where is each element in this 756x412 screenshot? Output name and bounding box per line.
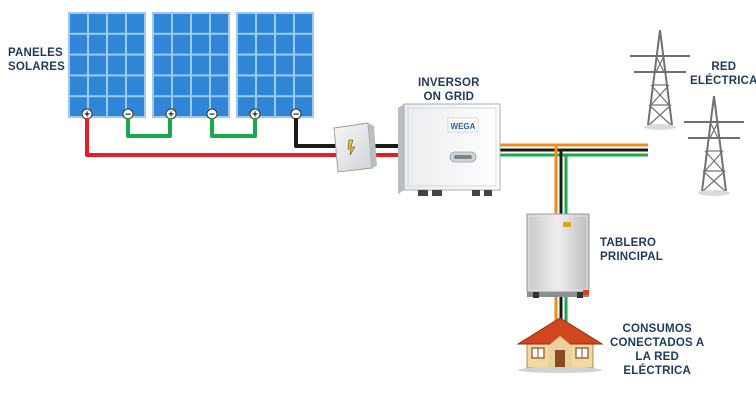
solar-cell [238, 55, 255, 75]
solar-cell [173, 55, 190, 75]
solar-cell [276, 97, 293, 116]
breaker-panel-icon [526, 213, 590, 298]
solar-cell [154, 34, 171, 54]
board-label-line: TABLERO [600, 237, 657, 249]
solar-panels: +− +− +− [68, 12, 314, 121]
solar-cell [127, 14, 144, 33]
solar-cell [173, 34, 190, 54]
loads-label-line: ELÉCTRICA [623, 365, 691, 377]
panels-label: PANELES SOLARES [8, 46, 65, 74]
solar-cell [295, 55, 312, 75]
grid-label-line: RED [711, 61, 737, 73]
solar-cell [154, 55, 171, 75]
solar-cell [257, 76, 274, 96]
solar-cell [211, 14, 228, 33]
grid-label-line: ELÉCTRICA [690, 75, 756, 87]
solar-cell [211, 55, 228, 75]
solar-cell [257, 97, 274, 116]
solar-cell [257, 55, 274, 75]
solar-cell [127, 34, 144, 54]
solar-panel-icon: +− [152, 12, 230, 121]
transmission-tower-icon [630, 29, 690, 130]
solar-cell [257, 14, 274, 33]
jumper-wire [210, 118, 257, 138]
solar-cell [276, 55, 293, 75]
solar-cell [89, 34, 106, 54]
solar-cell [70, 76, 87, 96]
solar-cell [127, 76, 144, 96]
panels-label-line: SOLARES [8, 61, 65, 73]
house-icon [516, 317, 604, 373]
inverter-brand-label: WEGA [451, 122, 476, 131]
inverter-label-line: INVERSOR [418, 77, 480, 89]
solar-cell [173, 14, 190, 33]
loads-label: CONSUMOS CONECTADOS A LA RED ELÉCTRICA [610, 322, 704, 378]
ac-wiring [500, 143, 648, 325]
solar-cell [154, 76, 171, 96]
transmission-towers [630, 29, 744, 196]
solar-cell [89, 76, 106, 96]
solar-cell [276, 14, 293, 33]
inverter-label-line: ON GRID [423, 91, 475, 103]
inverter-label: INVERSOR ON GRID [418, 76, 480, 104]
solar-cell [173, 76, 190, 96]
solar-cell [295, 14, 312, 33]
solar-cell [238, 14, 255, 33]
solar-cell [192, 14, 209, 33]
positive-wire [85, 118, 336, 157]
terminal-sign: + [168, 110, 174, 121]
solar-cell [257, 34, 274, 54]
junction-box-icon [333, 122, 377, 173]
solar-cell [238, 34, 255, 54]
solar-cell [108, 14, 125, 33]
solar-cell [108, 34, 125, 54]
solar-cell [108, 76, 125, 96]
terminal-sign: − [125, 110, 131, 121]
solar-cell [89, 14, 106, 33]
solar-cell [295, 34, 312, 54]
solar-cell [276, 34, 293, 54]
solar-cell [238, 76, 255, 96]
jumper-wire [126, 118, 172, 138]
solar-cell [192, 34, 209, 54]
solar-cell [295, 76, 312, 96]
solar-cell [70, 34, 87, 54]
solar-cell [127, 55, 144, 75]
solar-panel-icon: +− [68, 12, 146, 121]
terminal-sign: − [293, 110, 299, 121]
solar-cell [192, 76, 209, 96]
solar-cell [211, 76, 228, 96]
solar-cell [108, 97, 125, 116]
terminal-sign: − [209, 110, 215, 121]
inverter-icon: WEGA [398, 103, 501, 196]
grid-label: RED ELÉCTRICA [690, 60, 756, 88]
transmission-tower-icon [684, 95, 744, 196]
board-label-line: PRINCIPAL [600, 251, 663, 263]
loads-label-line: CONSUMOS [622, 323, 692, 335]
solar-cell [89, 97, 106, 116]
terminal-sign: + [84, 110, 90, 121]
solar-cell [173, 97, 190, 116]
solar-cell [154, 14, 171, 33]
solar-panel-icon: +− [236, 12, 314, 121]
terminal-sign: + [252, 110, 258, 121]
board-label: TABLERO PRINCIPAL [600, 236, 663, 264]
solar-cell [192, 97, 209, 116]
solar-cell [211, 34, 228, 54]
solar-cell [276, 76, 293, 96]
solar-cell [70, 14, 87, 33]
loads-label-line: CONECTADOS A [610, 337, 705, 349]
solar-cell [192, 55, 209, 75]
panels-label-line: PANELES [8, 47, 63, 59]
loads-label-line: LA RED [635, 351, 679, 363]
negative-wire [294, 118, 336, 148]
solar-cell [89, 55, 106, 75]
solar-cell [70, 55, 87, 75]
solar-cell [108, 55, 125, 75]
